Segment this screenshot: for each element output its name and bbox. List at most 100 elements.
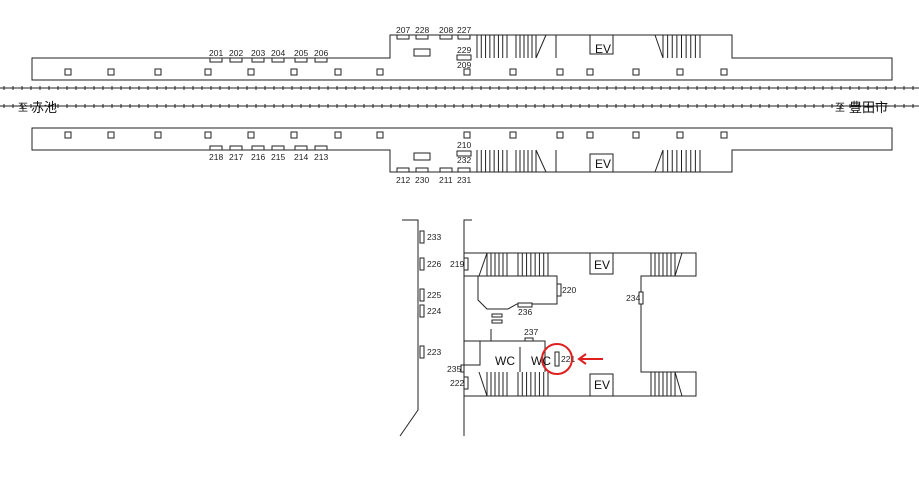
equipment-label: 205 [294,48,308,58]
direction-right: 豊田市 [849,100,888,116]
platform-outline-south [31,127,893,173]
pillar [154,68,162,76]
pillar [556,68,564,76]
equipment-label: 222 [450,378,464,388]
equipment-box [229,57,243,63]
stairs [517,372,549,396]
equipment-box [419,230,425,244]
equipment-box [271,57,285,63]
equipment-box [554,351,560,367]
stairs [486,253,508,276]
equipment-labels: 2012182022172032162042152052142062132072… [209,25,472,185]
pillar [586,68,594,76]
equipment-box [415,167,429,173]
direction-left: 赤池 [31,101,57,116]
equipment-box [524,337,534,342]
equipment-label: 237 [524,327,538,337]
ev-label-south: EV [595,157,611,171]
pillar [247,131,255,139]
concourse-corridor [464,252,697,397]
elevator-box [589,153,614,172]
pillar [334,68,342,76]
platform-outline-north [31,34,893,81]
stair-ramp [478,252,488,277]
pillar [632,68,640,76]
ev-label-concourse-top: EV [594,258,610,272]
pillar [247,68,255,76]
stair-ramp [674,252,683,277]
equipment-label: 203 [251,48,265,58]
pillar [720,131,728,139]
equipment-label: 232 [457,155,471,165]
equipment-box [419,288,425,302]
pillars [64,68,728,139]
equipment-label: 215 [271,152,285,162]
equipment-label: 230 [415,175,429,185]
stairs [515,35,537,58]
equipment-box [209,57,223,63]
elevator-box [589,373,614,396]
stairs [515,150,537,172]
equipment-box [314,145,328,151]
equipment-label: 220 [562,285,576,295]
bench [413,152,431,161]
equipment-box [271,145,285,151]
stair-ramp [654,34,664,59]
equipment-box [294,145,308,151]
pillar [463,131,471,139]
equipment-label: 214 [294,152,308,162]
equipment-label: 221 [561,354,575,364]
ev-label-north: EV [595,42,611,56]
stair-ramp [478,371,488,397]
highlight-circle [541,343,573,375]
pillar [676,131,684,139]
equipment-label: 225 [427,290,441,300]
equipment-box [491,313,503,318]
equipment-label: 236 [518,307,532,317]
stair-ramp [674,371,683,397]
tracks [0,86,919,108]
equipment-label: 208 [439,25,453,35]
equipment-box [439,167,453,173]
pillar [376,68,384,76]
stair-ramp [535,34,547,59]
equipment-label: 235 [447,364,461,374]
equipment-box [460,364,465,373]
equipment-label: 218 [209,152,223,162]
equipment-label: 216 [251,152,265,162]
stair-ramp [535,149,547,173]
pillar [556,131,564,139]
equipment-label: 207 [396,25,410,35]
direction-right-prefix: 至 [835,102,845,114]
pillar [676,68,684,76]
stairs [476,150,508,172]
concourse-left-wall [399,219,419,437]
equipment-box [638,291,644,305]
equipment-box [294,57,308,63]
equipment-box [251,145,265,151]
equipment-box [439,34,453,40]
pillar [586,131,594,139]
stair-ramp [654,149,664,173]
equipment-box [456,54,472,61]
equipment-label: 231 [457,175,471,185]
arrow-left-icon [577,353,603,365]
pillar [154,131,162,139]
pillar [334,131,342,139]
stairs [650,372,676,396]
elevator-box [589,253,614,275]
pillar [64,68,72,76]
ev-label-concourse-bottom: EV [594,378,610,392]
stairs [517,253,549,276]
bench [413,48,431,57]
pillar [463,68,471,76]
equipment-label: 209 [457,60,471,70]
equipment-label: 233 [427,232,441,242]
equipment-label: 217 [229,152,243,162]
pillar [376,131,384,139]
concourse-inner-block [464,275,558,310]
equipment-box [396,167,410,173]
pillar [509,131,517,139]
